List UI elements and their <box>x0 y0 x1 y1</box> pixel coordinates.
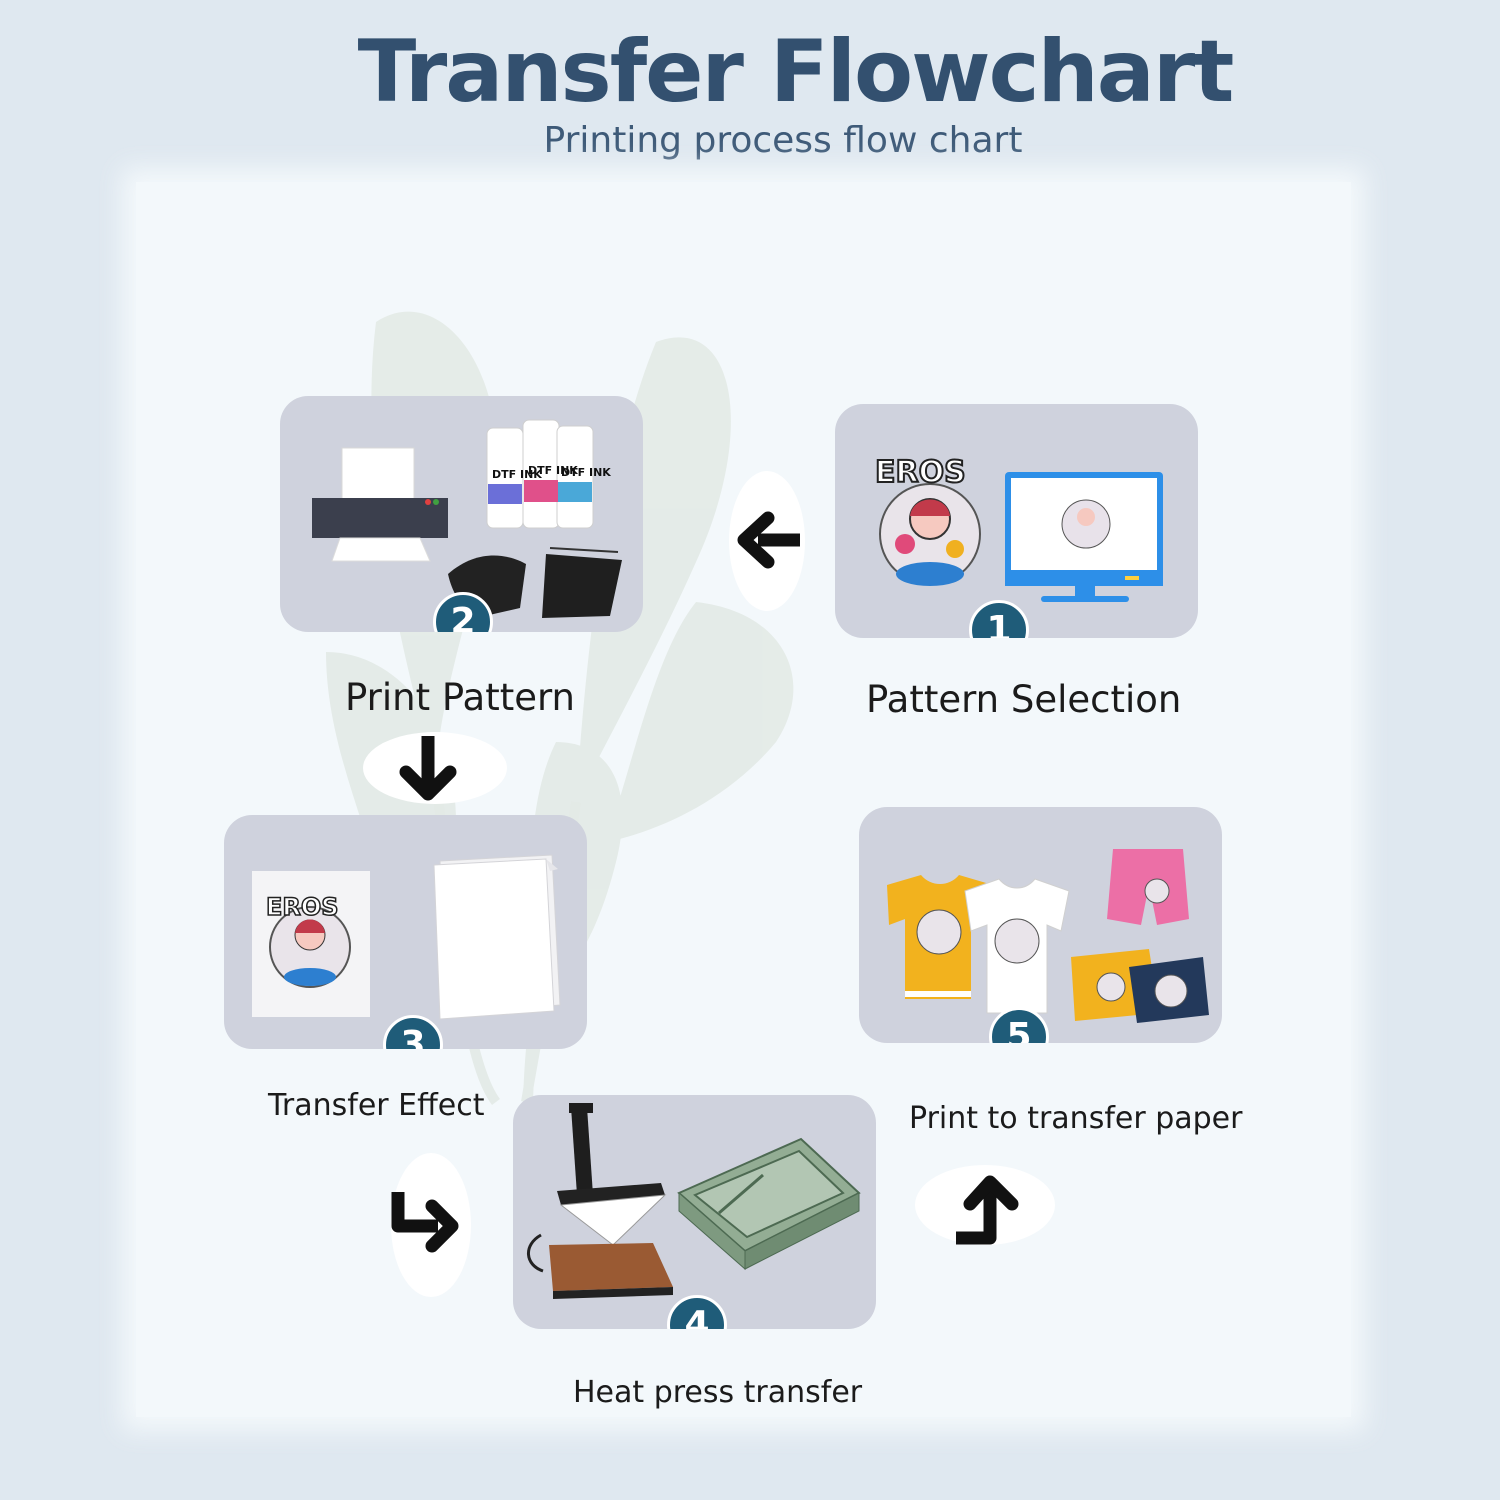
page-subtitle: Printing process flow chart <box>543 120 1023 161</box>
step-5-badge: 5 <box>989 1007 1049 1043</box>
step-4-label: Heat press transfer <box>573 1375 863 1410</box>
design-and-monitor-illustration: EROS <box>874 454 1163 602</box>
down-arrow-icon <box>363 732 507 804</box>
up-arrow-icon <box>915 1165 1055 1245</box>
pillows <box>1071 949 1209 1023</box>
step-2-label: Print Pattern <box>345 676 575 719</box>
finished-products-illustration <box>887 849 1209 1023</box>
white-tshirt <box>964 878 1070 1014</box>
step-1-card: EROS 1 <box>835 404 1198 638</box>
left-arrow-icon <box>729 471 805 611</box>
step-3-card: EROS 3 <box>224 815 587 1049</box>
ink-label: DTF INK <box>561 466 611 479</box>
pink-shorts <box>1107 849 1189 925</box>
step-1-label: Pattern Selection <box>866 678 1182 721</box>
heat-press-machine <box>527 1103 673 1299</box>
curved-down-right-arrow-icon <box>391 1153 471 1297</box>
transfer-film-illustration: EROS <box>252 854 561 1020</box>
ink-label: DTF INK <box>528 464 578 477</box>
monitor-icon <box>1005 472 1163 602</box>
eros-design: EROS <box>874 454 981 586</box>
step-5-label: Print to transfer paper <box>909 1101 1243 1136</box>
step-5-card: 5 <box>859 807 1222 1043</box>
ink-label: DTF INK <box>492 468 542 481</box>
step-2-badge: 2 <box>433 592 493 632</box>
page-title: Transfer Flowchart <box>357 22 1235 122</box>
ink-bottles: DTF INK DTF INK DTF INK <box>486 419 611 529</box>
green-tray <box>677 1137 861 1271</box>
heat-press-illustration <box>527 1103 861 1299</box>
step-2-card: DTF INK DTF INK DTF INK 2 <box>280 396 643 632</box>
design-text: EROS <box>266 893 339 921</box>
yellow-tshirt <box>887 875 993 999</box>
step-4-card: 4 <box>513 1095 876 1329</box>
design-text: EROS <box>875 455 966 490</box>
step-3-label: Transfer Effect <box>268 1088 485 1123</box>
